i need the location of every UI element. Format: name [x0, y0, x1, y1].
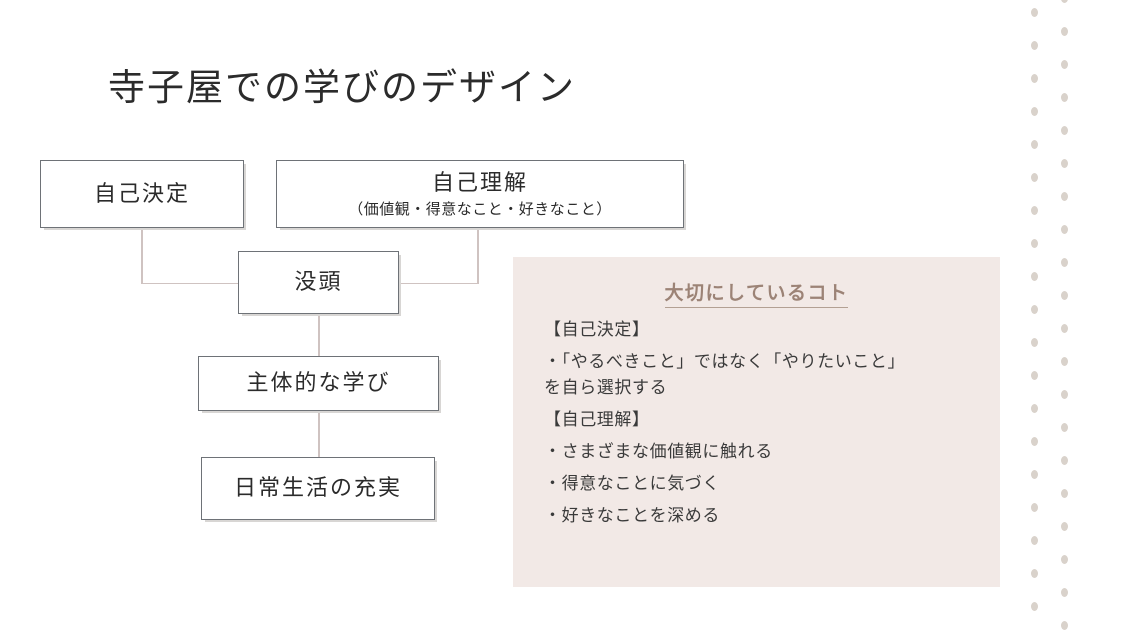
- decorative-dot: [1031, 173, 1038, 182]
- connector-shutaiteki-to-nichijou: [318, 411, 320, 458]
- decorative-dot: [1061, 225, 1068, 234]
- flow-box-nichijou: 日常生活の充実: [201, 457, 435, 520]
- decorative-dot: [1061, 555, 1068, 564]
- decorative-dot: [1061, 159, 1068, 168]
- decorative-dot: [1061, 291, 1068, 300]
- note-line: 【自己決定】: [544, 320, 650, 339]
- decorative-dot: [1031, 239, 1038, 248]
- decorative-dot: [1031, 470, 1038, 479]
- dotted-decoration: [1010, 0, 1125, 630]
- decorative-dot: [1061, 423, 1068, 432]
- decorative-dot: [1031, 437, 1038, 446]
- note-line: を自ら選択する: [544, 378, 668, 397]
- decorative-dot: [1031, 404, 1038, 413]
- slide-canvas: 寺子屋での学びのデザイン 自己決定 自己理解 （価値観・得意なこと・好きなこと）…: [40, 0, 1125, 630]
- flow-box-label: 自己理解: [431, 169, 528, 195]
- decorative-dot: [1031, 41, 1038, 50]
- decorative-dot: [1031, 272, 1038, 281]
- decorative-dot: [1061, 522, 1068, 531]
- connector-jikorikai-down: [477, 228, 479, 284]
- decorative-dot: [1061, 390, 1068, 399]
- flow-box-jikorikai: 自己理解 （価値観・得意なこと・好きなこと）: [276, 160, 684, 228]
- decorative-dot: [1061, 126, 1068, 135]
- note-panel-heading: 大切にしているコト: [513, 278, 1000, 308]
- note-panel-body: 【自己決定】 ・「やるべきこと」ではなく「やりたいこと」 を自ら選択する 【自己…: [544, 321, 986, 539]
- decorative-dot: [1061, 60, 1068, 69]
- decorative-dot: [1031, 602, 1038, 611]
- flow-box-shutaiteki: 主体的な学び: [198, 356, 439, 411]
- decorative-dot: [1061, 192, 1068, 201]
- decorative-dot: [1061, 0, 1068, 3]
- connector-jikoketsutei-down: [141, 228, 143, 284]
- flow-box-jikoketsutei: 自己決定: [40, 160, 244, 228]
- decorative-dot: [1061, 456, 1068, 465]
- page-title: 寺子屋での学びのデザイン: [108, 68, 576, 109]
- decorative-dot: [1061, 258, 1068, 267]
- decorative-dot: [1031, 371, 1038, 380]
- decorative-dot: [1031, 140, 1038, 149]
- decorative-dot: [1031, 8, 1038, 17]
- decorative-dot: [1031, 503, 1038, 512]
- note-line: ・さまざまな価値観に触れる: [544, 442, 773, 461]
- flow-box-sublabel: （価値観・得意なこと・好きなこと）: [348, 200, 612, 218]
- decorative-dot: [1031, 305, 1038, 314]
- flow-box-label: 没頭: [294, 269, 343, 295]
- note-line: ・好きなことを深める: [544, 506, 720, 525]
- flow-box-bottou: 没頭: [238, 251, 399, 314]
- note-panel-heading-text: 大切にしているコト: [664, 283, 849, 308]
- note-line: 【自己理解】: [544, 410, 650, 429]
- decorative-dot: [1061, 324, 1068, 333]
- decorative-dot: [1031, 74, 1038, 83]
- decorative-dot: [1031, 338, 1038, 347]
- decorative-dot: [1061, 489, 1068, 498]
- decorative-dot: [1061, 588, 1068, 597]
- decorative-dot: [1061, 621, 1068, 630]
- decorative-dot: [1061, 357, 1068, 366]
- decorative-dot: [1061, 93, 1068, 102]
- decorative-dot: [1061, 27, 1068, 36]
- decorative-dot: [1031, 206, 1038, 215]
- connector-bottou-to-shutaiteki: [318, 314, 320, 357]
- connector-jikorikai-left: [398, 282, 478, 284]
- decorative-dot: [1031, 569, 1038, 578]
- flow-box-label: 主体的な学び: [246, 370, 391, 396]
- note-panel: 大切にしているコト 【自己決定】 ・「やるべきこと」ではなく「やりたいこと」 を…: [513, 257, 1000, 587]
- decorative-dot: [1031, 536, 1038, 545]
- note-line: ・「やるべきこと」ではなく「やりたいこと」: [544, 352, 906, 371]
- flow-box-label: 日常生活の充実: [233, 475, 402, 501]
- flow-box-label: 自己決定: [93, 180, 190, 206]
- decorative-dot: [1031, 107, 1038, 116]
- connector-jikoketsutei-right: [141, 282, 240, 284]
- note-line: ・得意なことに気づく: [544, 474, 720, 493]
